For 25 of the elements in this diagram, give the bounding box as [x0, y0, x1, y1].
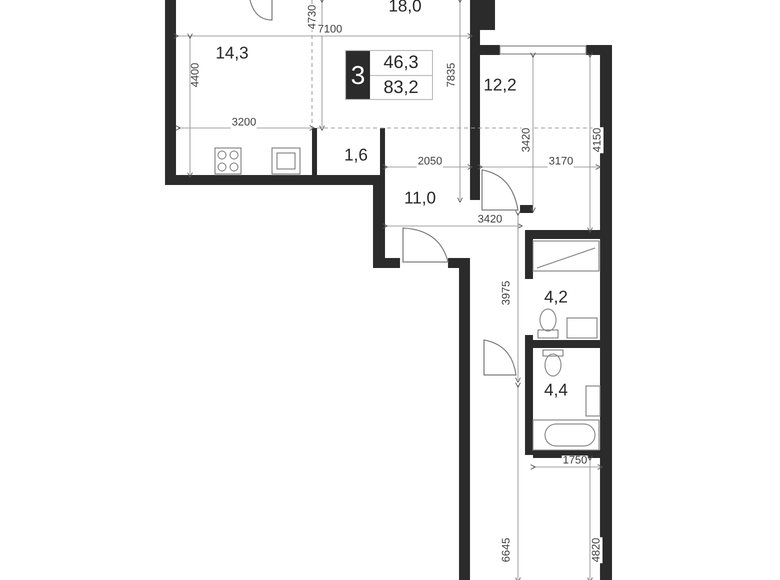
dimension-value: 6645	[502, 536, 512, 564]
room-count: 3	[350, 60, 366, 90]
room-area: 12,2	[483, 76, 517, 94]
room-area: 11,0	[404, 190, 436, 206]
dimension-value: 4150	[592, 126, 604, 154]
room-area: 14,3	[215, 44, 249, 62]
dimension-value: 1750	[562, 456, 588, 466]
dimension-value: 7100	[316, 24, 344, 36]
dimension-value: 7835	[446, 62, 458, 88]
dimension-value: 3420	[522, 126, 532, 154]
area-value: 46,3	[370, 51, 432, 76]
dimension-value: 4400	[190, 62, 202, 88]
room-area: 4,4	[544, 382, 568, 398]
area-value: 83,2	[382, 76, 420, 99]
dimension-value: 3200	[230, 118, 258, 128]
dimension-value: 3170	[548, 156, 574, 168]
dimension-value: 3420	[476, 214, 504, 226]
dimension-value: 2050	[416, 156, 444, 168]
dimension-value: 3975	[502, 280, 512, 306]
room-area: 18,0	[388, 0, 422, 14]
dimension-value: 4820	[592, 536, 602, 564]
room-area: 1,6	[344, 146, 368, 164]
apartment-badge	[345, 50, 433, 100]
room-area: 4,2	[544, 288, 568, 306]
dimension-value: 4730	[308, 4, 318, 30]
